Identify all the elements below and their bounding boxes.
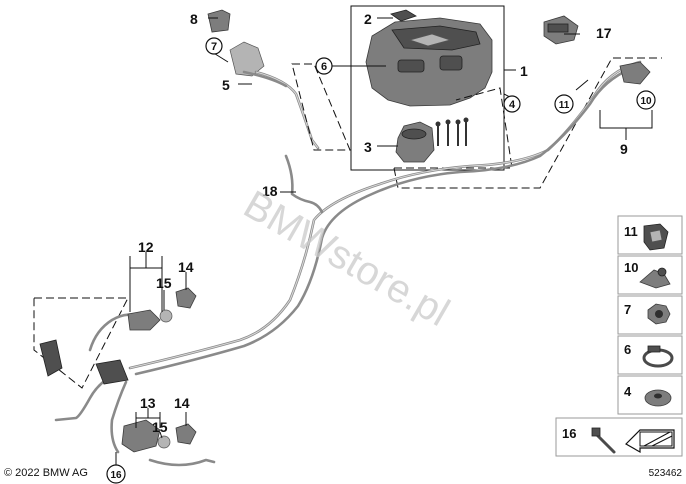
callout-15-lower: 15: [152, 419, 168, 435]
svg-text:8: 8: [190, 11, 198, 27]
legend-row-7: 7: [617, 295, 683, 335]
legend-row-10: 10: [617, 255, 683, 295]
svg-text:15: 15: [156, 275, 172, 291]
o-ring-15b: [157, 435, 171, 449]
filler-neck-head: [229, 41, 265, 77]
hex-nut-icon: [647, 303, 671, 325]
fuel-line-bottom: [148, 458, 216, 467]
svg-text:10: 10: [624, 260, 638, 275]
clamp-14a: [175, 287, 197, 309]
callout-15-upper: 15: [156, 275, 172, 291]
svg-text:9: 9: [620, 141, 628, 157]
svg-text:4: 4: [509, 99, 516, 111]
line-bracket-9: [619, 61, 651, 85]
fuel-line-secondary: [134, 66, 634, 376]
fuel-cap: [207, 9, 231, 33]
svg-text:11: 11: [559, 100, 570, 111]
callout-10: 10: [636, 90, 656, 110]
callout-6: 6: [315, 57, 333, 75]
callout-3: 3: [364, 139, 372, 155]
line-holder-icon: [639, 267, 671, 289]
diagram-number: 523462: [649, 468, 683, 479]
sending-unit-flange: [401, 128, 427, 140]
svg-text:5: 5: [222, 77, 230, 93]
callout-4: 4: [503, 95, 521, 113]
assembly-outlines: [33, 57, 662, 389]
legend-row-11: 11: [617, 215, 683, 255]
parts-legend: 11 10 7 6: [555, 215, 683, 479]
small-components: [39, 15, 651, 453]
filler-neck-group: [207, 9, 320, 150]
fuel-line-pump-feed: [110, 380, 128, 454]
callout-17: 17: [596, 25, 612, 41]
filler-neck-pipe: [254, 70, 320, 150]
fuel-tank-highlight: [408, 33, 452, 47]
svg-text:16: 16: [110, 470, 122, 481]
fuel-pump-13: [121, 419, 161, 453]
legend-row-16: 16: [555, 417, 683, 457]
callout-1: 1: [520, 63, 528, 79]
callout-8: 8: [190, 11, 198, 27]
valve-block-17-detail: [547, 23, 569, 33]
svg-text:3: 3: [364, 139, 372, 155]
rear-bracket: [39, 339, 63, 377]
clip-icon: [643, 223, 669, 251]
tank-bolts: [435, 117, 469, 146]
callout-13: 13: [140, 395, 156, 411]
legend-row-6: 6: [617, 335, 683, 375]
sealing-pad: [390, 9, 417, 22]
callout-12: 12: [138, 239, 154, 255]
svg-text:6: 6: [624, 342, 631, 357]
o-ring-15a: [159, 309, 173, 323]
callout-11: 11: [554, 94, 574, 114]
svg-text:17: 17: [596, 25, 612, 41]
fuel-tank-boss: [397, 59, 425, 73]
watermark: BMWstore.pl: [236, 182, 456, 335]
clamp-14b: [175, 423, 197, 445]
callout-5: 5: [222, 77, 230, 93]
svg-text:12: 12: [138, 239, 154, 255]
fuel-tank-box: [350, 5, 505, 171]
svg-text:2: 2: [364, 11, 372, 27]
fuel-lines: [54, 60, 642, 467]
line-connector-12: [127, 309, 161, 331]
fuel-sending-unit: [395, 121, 435, 163]
leader-lines: [115, 17, 653, 466]
svg-text:7: 7: [211, 41, 217, 53]
fuel-tank-boss-2: [439, 55, 463, 71]
svg-text:7: 7: [624, 302, 631, 317]
svg-text:16: 16: [562, 426, 576, 441]
svg-text:13: 13: [140, 395, 156, 411]
fuel-tank-group: [350, 5, 505, 171]
hose-clamp-icon: [642, 345, 674, 368]
cable-tie-icon: [591, 427, 616, 454]
copyright-text: © 2022 BMW AG: [4, 467, 88, 479]
legend-row-4: 4: [617, 375, 683, 415]
svg-text:4: 4: [624, 384, 632, 399]
svg-text:14: 14: [178, 259, 194, 275]
washer-icon: [644, 389, 672, 407]
callout-7: 7: [205, 37, 223, 55]
callout-16: 16: [106, 464, 126, 484]
svg-text:18: 18: [262, 183, 278, 199]
callout-14-lower: 14: [174, 395, 190, 411]
svg-text:1: 1: [520, 63, 528, 79]
svg-text:14: 14: [174, 395, 190, 411]
callout-18: 18: [262, 183, 278, 199]
heat-shield-bracket: [95, 359, 129, 385]
fuel-line-breather-18: [284, 154, 324, 214]
svg-text:6: 6: [321, 61, 327, 73]
filler-vent-pipe: [242, 70, 288, 88]
svg-text:10: 10: [640, 96, 652, 107]
svg-text:11: 11: [624, 224, 638, 239]
callout-14-upper: 14: [178, 259, 194, 275]
svg-text:15: 15: [152, 419, 168, 435]
callout-2: 2: [364, 11, 372, 27]
direction-arrow-icon: [625, 429, 675, 454]
callout-9: 9: [620, 141, 628, 157]
